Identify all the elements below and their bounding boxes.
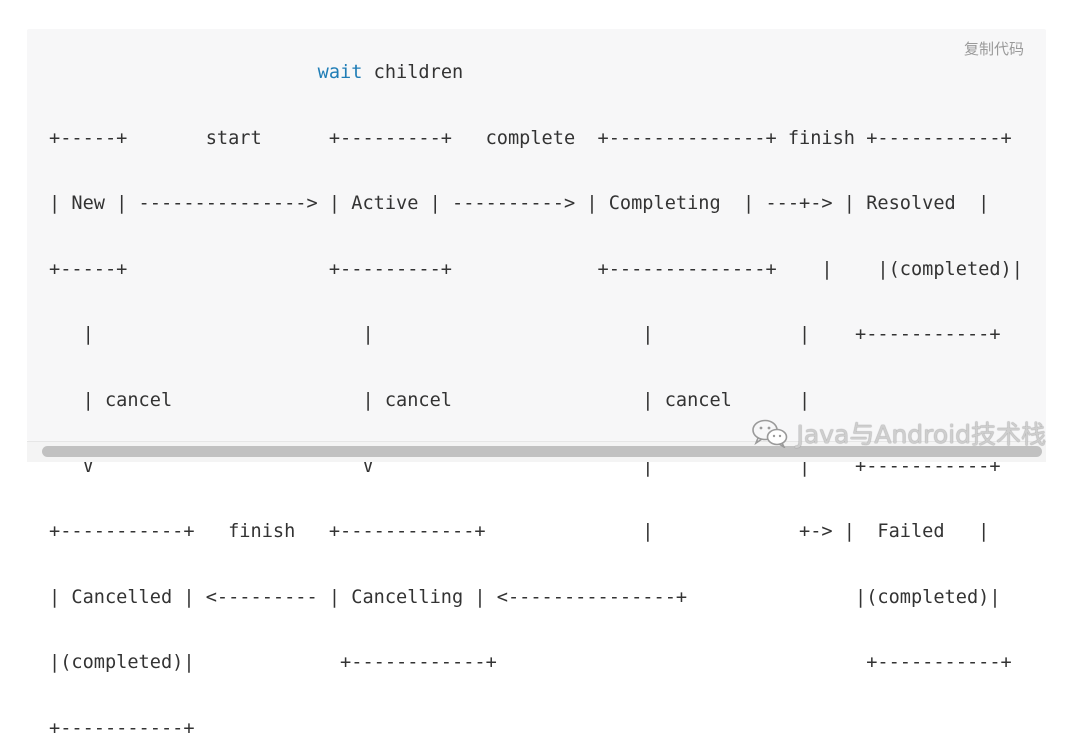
code-line: | New | ---------------> | Active | ----… xyxy=(49,193,990,215)
code-line: | Cancelled | <--------- | Cancelling | … xyxy=(49,586,1001,608)
copy-code-button[interactable]: 复制代码 xyxy=(963,40,1024,58)
code-block: 复制代码 wait children +-----+ start +------… xyxy=(27,29,1046,739)
code-line: | | | | +-----------+ xyxy=(49,324,1001,346)
code-line: +-----------+ finish +------------+ | +-… xyxy=(49,521,990,543)
code-line: | cancel | cancel | cancel | xyxy=(49,389,811,411)
code-line: |(completed)| +------------+ +----------… xyxy=(49,652,1012,674)
code-line: +-----+ start +---------+ complete +----… xyxy=(49,127,1012,149)
code-line: wait children xyxy=(317,62,464,83)
code-line: +-----------+ xyxy=(49,717,195,739)
scrollbar-thumb[interactable] xyxy=(42,446,1042,457)
horizontal-scrollbar[interactable] xyxy=(27,441,1046,462)
state-diagram-code: wait children +-----+ start +---------+ … xyxy=(49,57,1023,746)
code-line: +-----+ +---------+ +--------------+ | |… xyxy=(49,258,1023,280)
